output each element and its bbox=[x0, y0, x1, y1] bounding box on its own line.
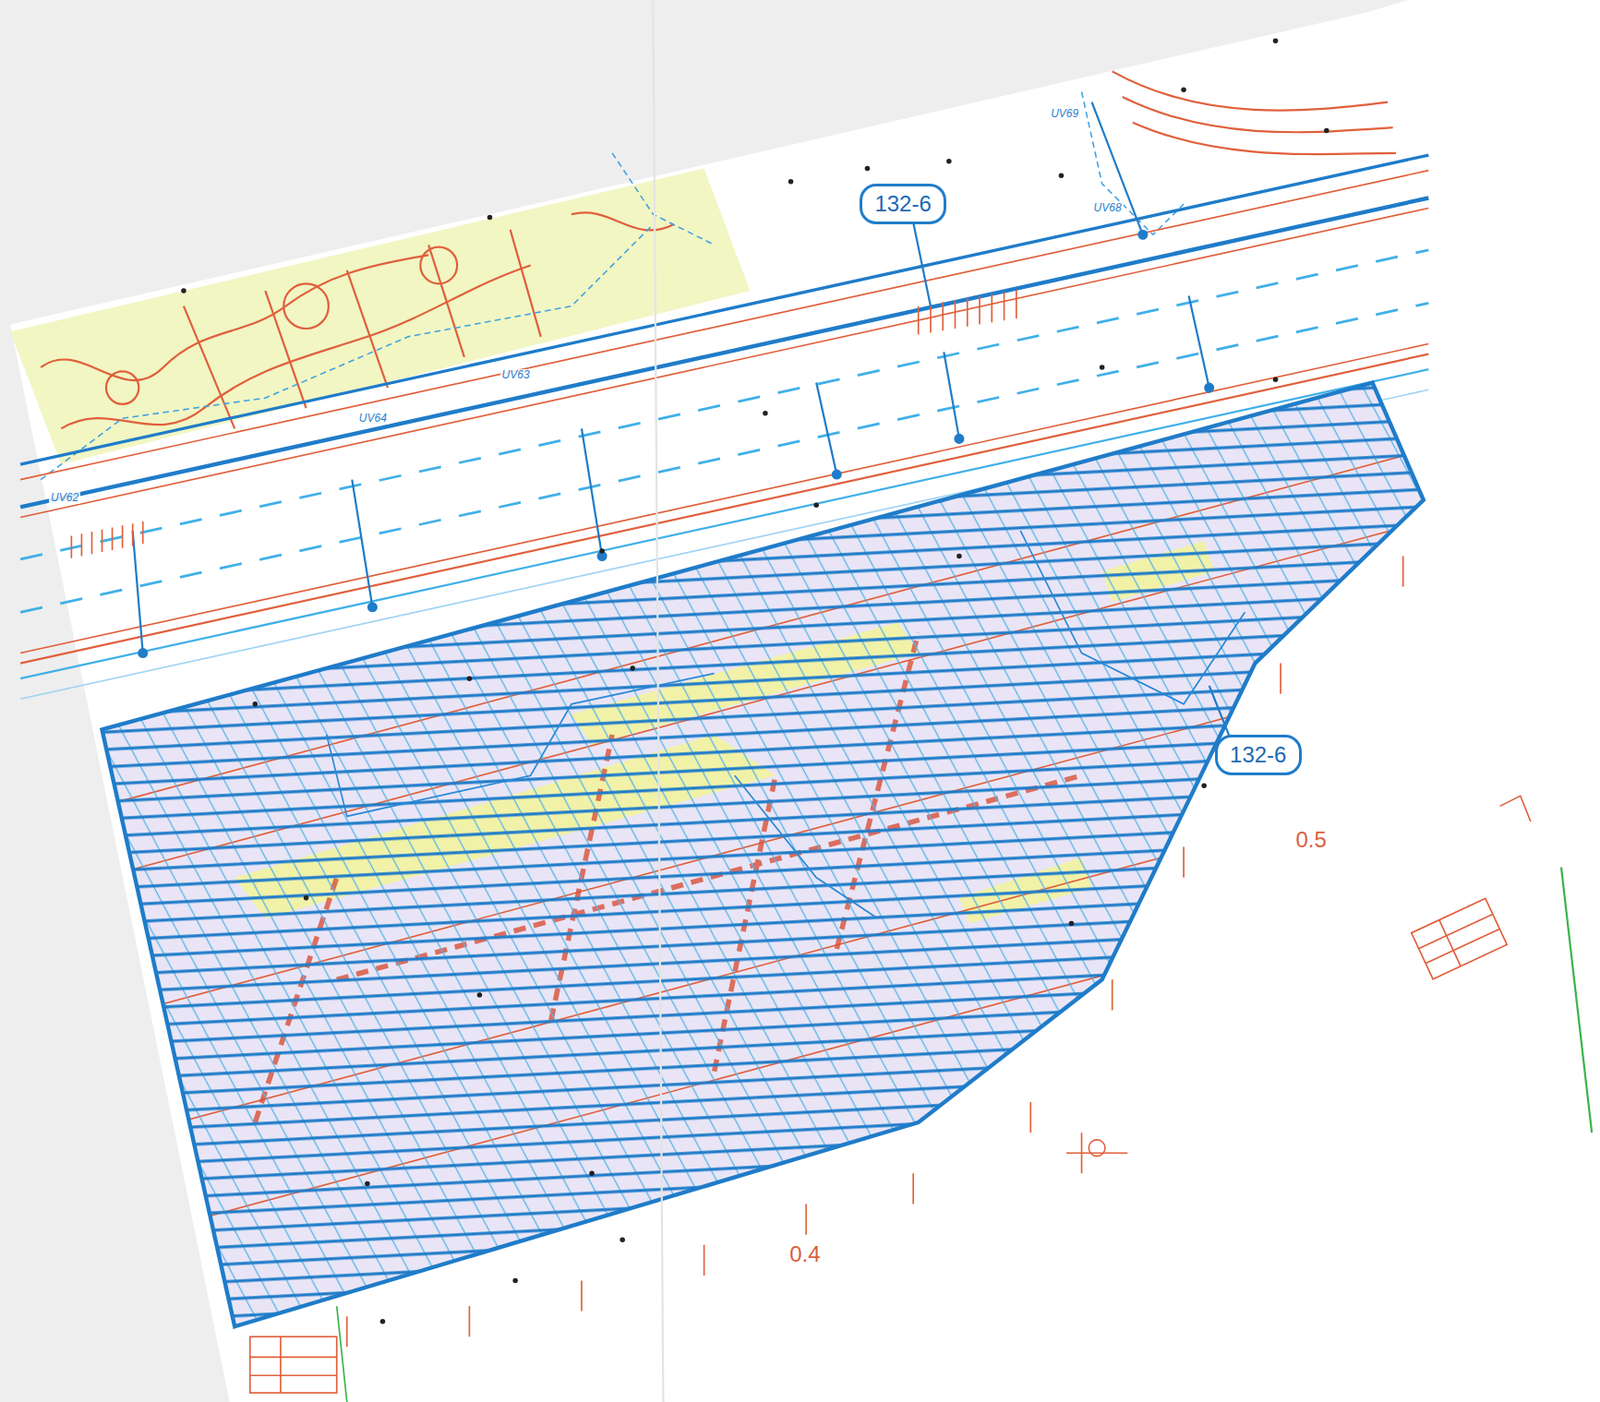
boundary-line bbox=[336, 1306, 348, 1402]
sheet-fold bbox=[652, 0, 663, 1402]
utility-tag: UV63 bbox=[500, 369, 532, 382]
hatched-zone bbox=[0, 306, 1600, 1402]
plot-zone bbox=[10, 168, 750, 465]
chainage-marks bbox=[250, 556, 1531, 1395]
utility-tag: UV68 bbox=[1092, 202, 1124, 215]
callout-bubble: 132-6 bbox=[859, 183, 947, 225]
callout-number: 132-6 bbox=[1229, 742, 1287, 769]
zone-boundary bbox=[102, 383, 1424, 1328]
boundary-line bbox=[1561, 867, 1592, 1133]
callout-bubble: 132-6 bbox=[1215, 734, 1302, 776]
survey-points bbox=[180, 37, 1329, 1324]
utility-tag: UV62 bbox=[48, 492, 81, 505]
utility-tag: UV69 bbox=[1048, 108, 1081, 121]
callout-number: 132-6 bbox=[874, 191, 931, 217]
utility-tag: UV64 bbox=[357, 412, 389, 425]
chainage-number: 0.5 bbox=[1293, 828, 1328, 853]
chainage-number: 0.4 bbox=[787, 1242, 822, 1267]
leader-lines bbox=[913, 222, 1230, 737]
